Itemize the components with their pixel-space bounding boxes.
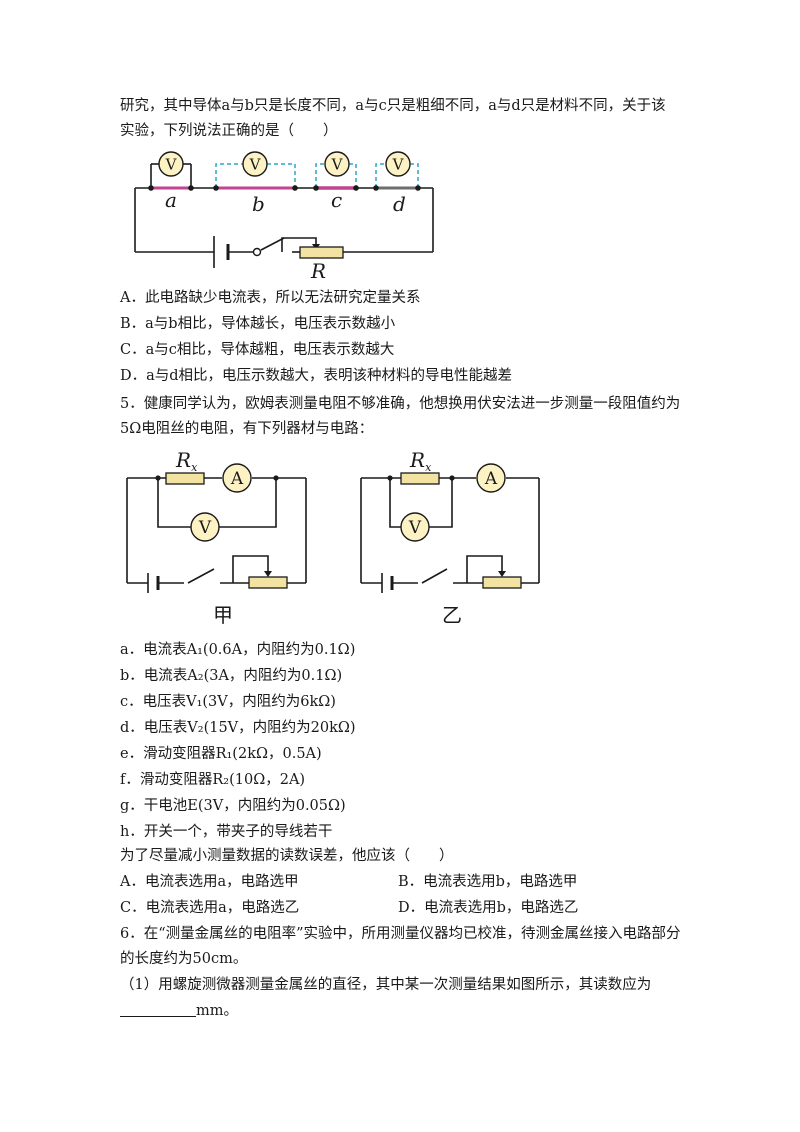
circuit-yi: Rx A V 乙 bbox=[360, 448, 540, 627]
voltmeter-jia: V bbox=[190, 512, 220, 542]
circuit-jia: Rx A V 甲 bbox=[126, 448, 307, 627]
q4-option-d: D．a与d相比，电压示数越大，表明该种材料的导电性能越差 bbox=[120, 368, 513, 384]
q5-question: 为了尽量减小测量数据的读数误差，他应该（ ） bbox=[120, 848, 454, 864]
switch-pivot bbox=[252, 247, 262, 257]
svg-text:Rx: Rx bbox=[175, 448, 198, 474]
q6-stem-line-2: 的长度约为50cm。 bbox=[120, 951, 248, 967]
ammeter-jia: A bbox=[222, 463, 252, 493]
ammeter-yi: A bbox=[476, 463, 506, 493]
q4-circuit-diagram: R V V V V a b c d bbox=[134, 151, 434, 283]
q5-option-d: D．电流表选用b，电路选乙 bbox=[398, 900, 579, 916]
q5-option-c: C．电流表选用a，电路选乙 bbox=[120, 900, 300, 916]
rx-resistor-yi bbox=[400, 472, 440, 485]
q4-option-c: C．a与c相比，导体越粗，电压表示数越大 bbox=[120, 342, 395, 358]
q6-stem-line-1: 6．在“测量金属丝的电阻率”实验中，所用测量仪器均已校准，待测金属丝接入电路部分 bbox=[120, 926, 681, 942]
equipment-b: b．电流表A₂(3A，内阻约为0.1Ω) bbox=[120, 668, 343, 684]
equipment-c: c．电压表V₁(3V，内阻约为6kΩ) bbox=[120, 694, 336, 710]
svg-text:V: V bbox=[165, 156, 178, 174]
q5-stem-line-1: 5．健康同学认为，欧姆表测量电阻不够准确，他想换用伏安法进一步测量一段阻值约为 bbox=[120, 396, 681, 412]
q4-stem-line-1: 研究，其中导体a与b只是长度不同，a与c只是粗细不同，a与d只是材料不同，关于该 bbox=[120, 98, 666, 114]
q4-option-a: A．此电路缺少电流表，所以无法研究定量关系 bbox=[120, 290, 421, 306]
q5-option-b: B．电流表选用b，电路选甲 bbox=[398, 874, 578, 890]
q6-part1-line-2: mm。 bbox=[120, 1001, 238, 1021]
answer-blank[interactable] bbox=[120, 1002, 196, 1017]
equipment-e: e．滑动变阻器R₁(2kΩ，0.5A) bbox=[120, 746, 322, 762]
voltmeter-c: V bbox=[324, 151, 350, 177]
svg-text:V: V bbox=[249, 156, 262, 174]
svg-text:A: A bbox=[230, 469, 244, 489]
q4-option-b: B．a与b相比，导体越长，电压表示数越小 bbox=[120, 316, 396, 332]
label-d: d bbox=[393, 192, 406, 216]
svg-text:V: V bbox=[331, 156, 344, 174]
q6-part1-line-1: （1）用螺旋测微器测量金属丝的直径，其中某一次测量结果如图所示，其读数应为 bbox=[120, 977, 652, 993]
caption-yi: 乙 bbox=[442, 603, 462, 627]
svg-text:Rx: Rx bbox=[409, 448, 432, 474]
rheostat-label: R bbox=[310, 259, 326, 283]
equipment-g: g．干电池E(3V，内阻约为0.05Ω) bbox=[120, 798, 346, 814]
unit-mm: mm。 bbox=[196, 1003, 238, 1019]
label-c: c bbox=[331, 188, 342, 212]
voltmeter-d: V bbox=[385, 151, 411, 177]
equipment-a: a．电流表A₁(0.6A，内阻约为0.1Ω) bbox=[120, 642, 356, 658]
equipment-h: h．开关一个，带夹子的导线若干 bbox=[120, 824, 333, 840]
voltmeter-yi: V bbox=[400, 512, 430, 542]
rheostat-r bbox=[299, 246, 344, 259]
svg-text:V: V bbox=[408, 518, 422, 538]
q4-stem-line-2: 实验，下列说法正确的是（ ） bbox=[120, 123, 338, 139]
q5-option-a: A．电流表选用a，电路选甲 bbox=[120, 874, 299, 890]
q5-circuit-diagrams: Rx A V 甲 bbox=[126, 448, 540, 627]
rx-resistor-jia bbox=[165, 472, 205, 485]
caption-jia: 甲 bbox=[213, 603, 233, 627]
q5-stem-line-2: 5Ω电阻丝的电阻，有下列器材与电路： bbox=[120, 421, 374, 437]
equipment-f: f．滑动变阻器R₂(10Ω，2A) bbox=[120, 772, 306, 788]
equipment-d: d．电压表V₂(15V，内阻约为20kΩ) bbox=[120, 720, 356, 736]
voltmeter-a: V bbox=[158, 151, 184, 177]
svg-text:V: V bbox=[198, 518, 212, 538]
label-b: b bbox=[252, 192, 265, 216]
svg-text:A: A bbox=[484, 469, 498, 489]
voltmeter-b: V bbox=[242, 151, 268, 177]
label-a: a bbox=[165, 188, 177, 212]
svg-text:V: V bbox=[392, 156, 405, 174]
